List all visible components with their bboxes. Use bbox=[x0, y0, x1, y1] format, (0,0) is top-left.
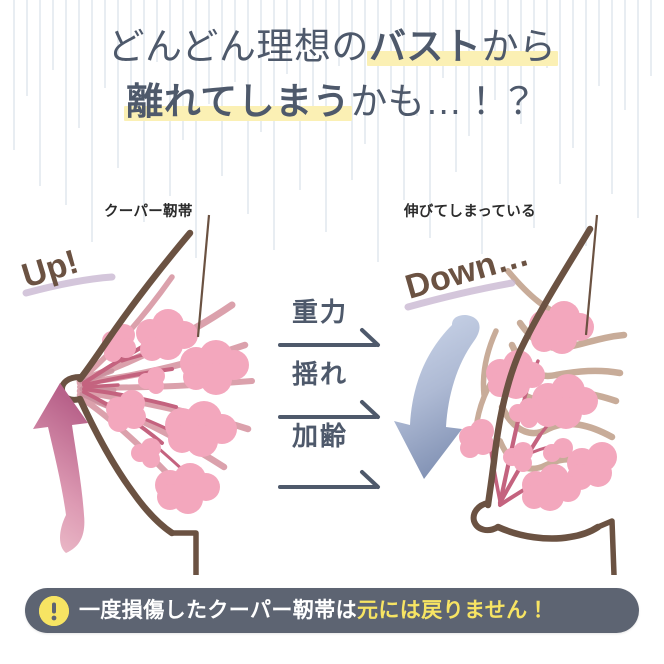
headline-seg-1: どんどん理想の bbox=[107, 26, 369, 67]
headline-seg-3: から bbox=[479, 26, 559, 67]
right-panel-label: 伸びてしまっている bbox=[404, 204, 536, 220]
headline-line-2: 離れてしまうかも…！？ bbox=[0, 81, 664, 122]
warning-text-plain: 一度損傷したクーパー靭帯は bbox=[79, 599, 357, 622]
force-labels-group: 重力 揺れ 加齢 bbox=[276, 292, 396, 478]
up-arrow-shape bbox=[33, 383, 88, 553]
header-section: どんどん理想のバストから 離れてしまうかも…！？ bbox=[0, 0, 664, 300]
force-row-shaking: 揺れ bbox=[276, 354, 396, 416]
headline-seg-5: かも…！？ bbox=[350, 81, 538, 122]
force-arrow-shapes bbox=[278, 328, 380, 489]
warning-exclamation-icon bbox=[39, 595, 69, 626]
left-breast-illustration bbox=[59, 214, 255, 575]
headline-seg-2: バスト bbox=[366, 26, 483, 67]
mammary-glands-left bbox=[102, 309, 249, 514]
illustration-area bbox=[0, 185, 664, 575]
force-label-gravity: 重力 bbox=[292, 297, 349, 327]
force-row-aging: 加齢 bbox=[276, 416, 396, 478]
headline-line-1: どんどん理想のバストから bbox=[0, 26, 664, 67]
right-breast-illustration bbox=[459, 214, 628, 575]
headline: どんどん理想のバストから 離れてしまうかも…！？ bbox=[0, 26, 664, 122]
warning-text-accent: 元には戻りません！ bbox=[357, 599, 549, 622]
warning-banner: 一度損傷したクーパー靭帯は元には戻りません！ bbox=[25, 588, 639, 633]
left-label-pointer bbox=[196, 214, 211, 338]
headline-seg-4: 離れてしまう bbox=[124, 81, 353, 122]
warning-banner-text: 一度損傷したクーパー靭帯は元には戻りません！ bbox=[79, 600, 549, 621]
right-label-pointer bbox=[584, 214, 599, 336]
up-underline-stroke bbox=[22, 273, 116, 297]
force-label-aging: 加齢 bbox=[292, 421, 349, 451]
force-row-gravity: 重力 bbox=[276, 292, 396, 354]
down-arrow-shape bbox=[394, 315, 480, 479]
force-label-shaking: 揺れ bbox=[292, 359, 349, 389]
left-panel-label: クーパー靭帯 bbox=[104, 204, 193, 220]
down-underline-stroke bbox=[404, 279, 516, 311]
